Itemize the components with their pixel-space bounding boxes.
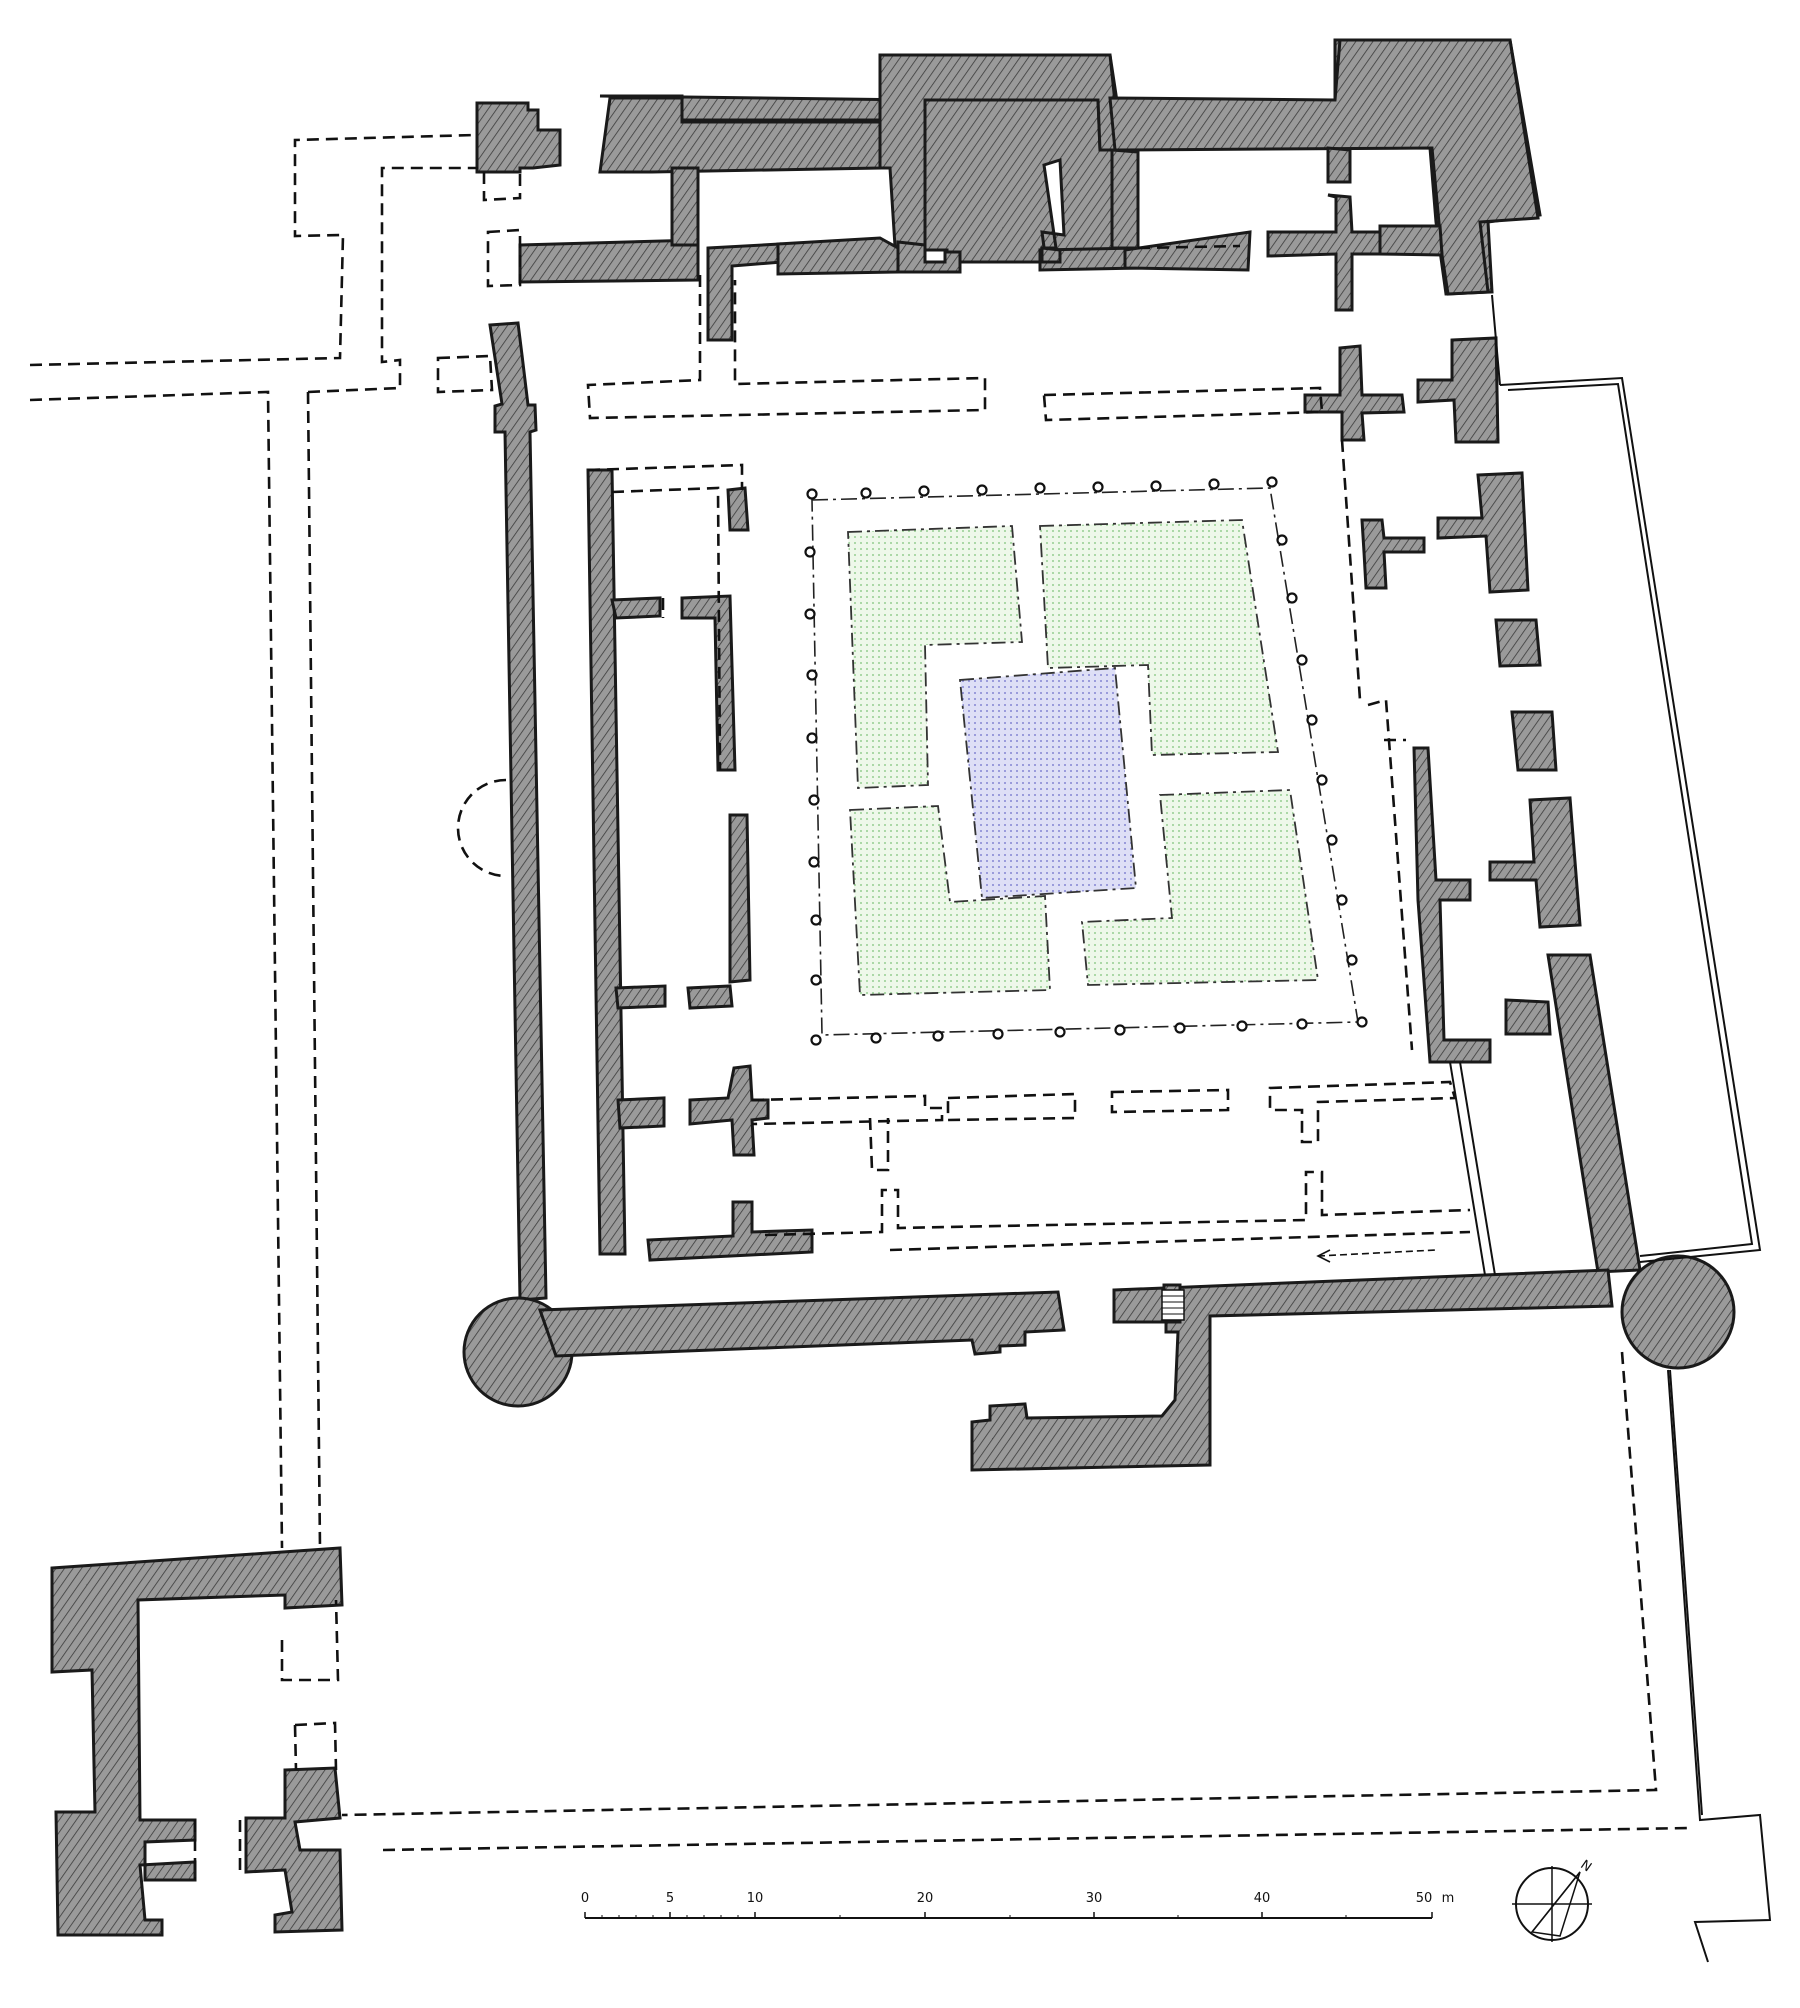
scale-tick-20: 20 bbox=[917, 1891, 934, 1906]
scale-tick-30: 30 bbox=[1086, 1891, 1103, 1906]
reconstructed-walls bbox=[29, 133, 1691, 1880]
scale-tick-5: 5 bbox=[666, 1891, 674, 1906]
north-arrow-icon: N bbox=[1512, 1857, 1594, 1942]
scale-tick-10: 10 bbox=[747, 1891, 764, 1906]
southwest-block bbox=[50, 1546, 344, 1937]
west-wall bbox=[488, 321, 814, 1302]
scale-tick-0: 0 bbox=[581, 1891, 589, 1906]
south-wall bbox=[462, 1254, 1736, 1472]
garden-beds bbox=[847, 519, 1320, 996]
colonnade-columns bbox=[804, 476, 1368, 1046]
north-wing-walls bbox=[475, 38, 1642, 1274]
direction-arrow-icon bbox=[1316, 1249, 1437, 1263]
scale-tick-40: 40 bbox=[1254, 1891, 1271, 1906]
southeast-boundary-line bbox=[1667, 1369, 1772, 1963]
scale-bar: 0 5 10 20 30 40 50 m bbox=[581, 1891, 1455, 1919]
scale-tick-50: 50 bbox=[1416, 1891, 1433, 1906]
east-terrace bbox=[1491, 294, 1762, 1263]
stairs-icon bbox=[1161, 1289, 1185, 1321]
inner-east-line bbox=[1449, 1061, 1496, 1276]
scale-unit: m bbox=[1442, 1891, 1455, 1906]
